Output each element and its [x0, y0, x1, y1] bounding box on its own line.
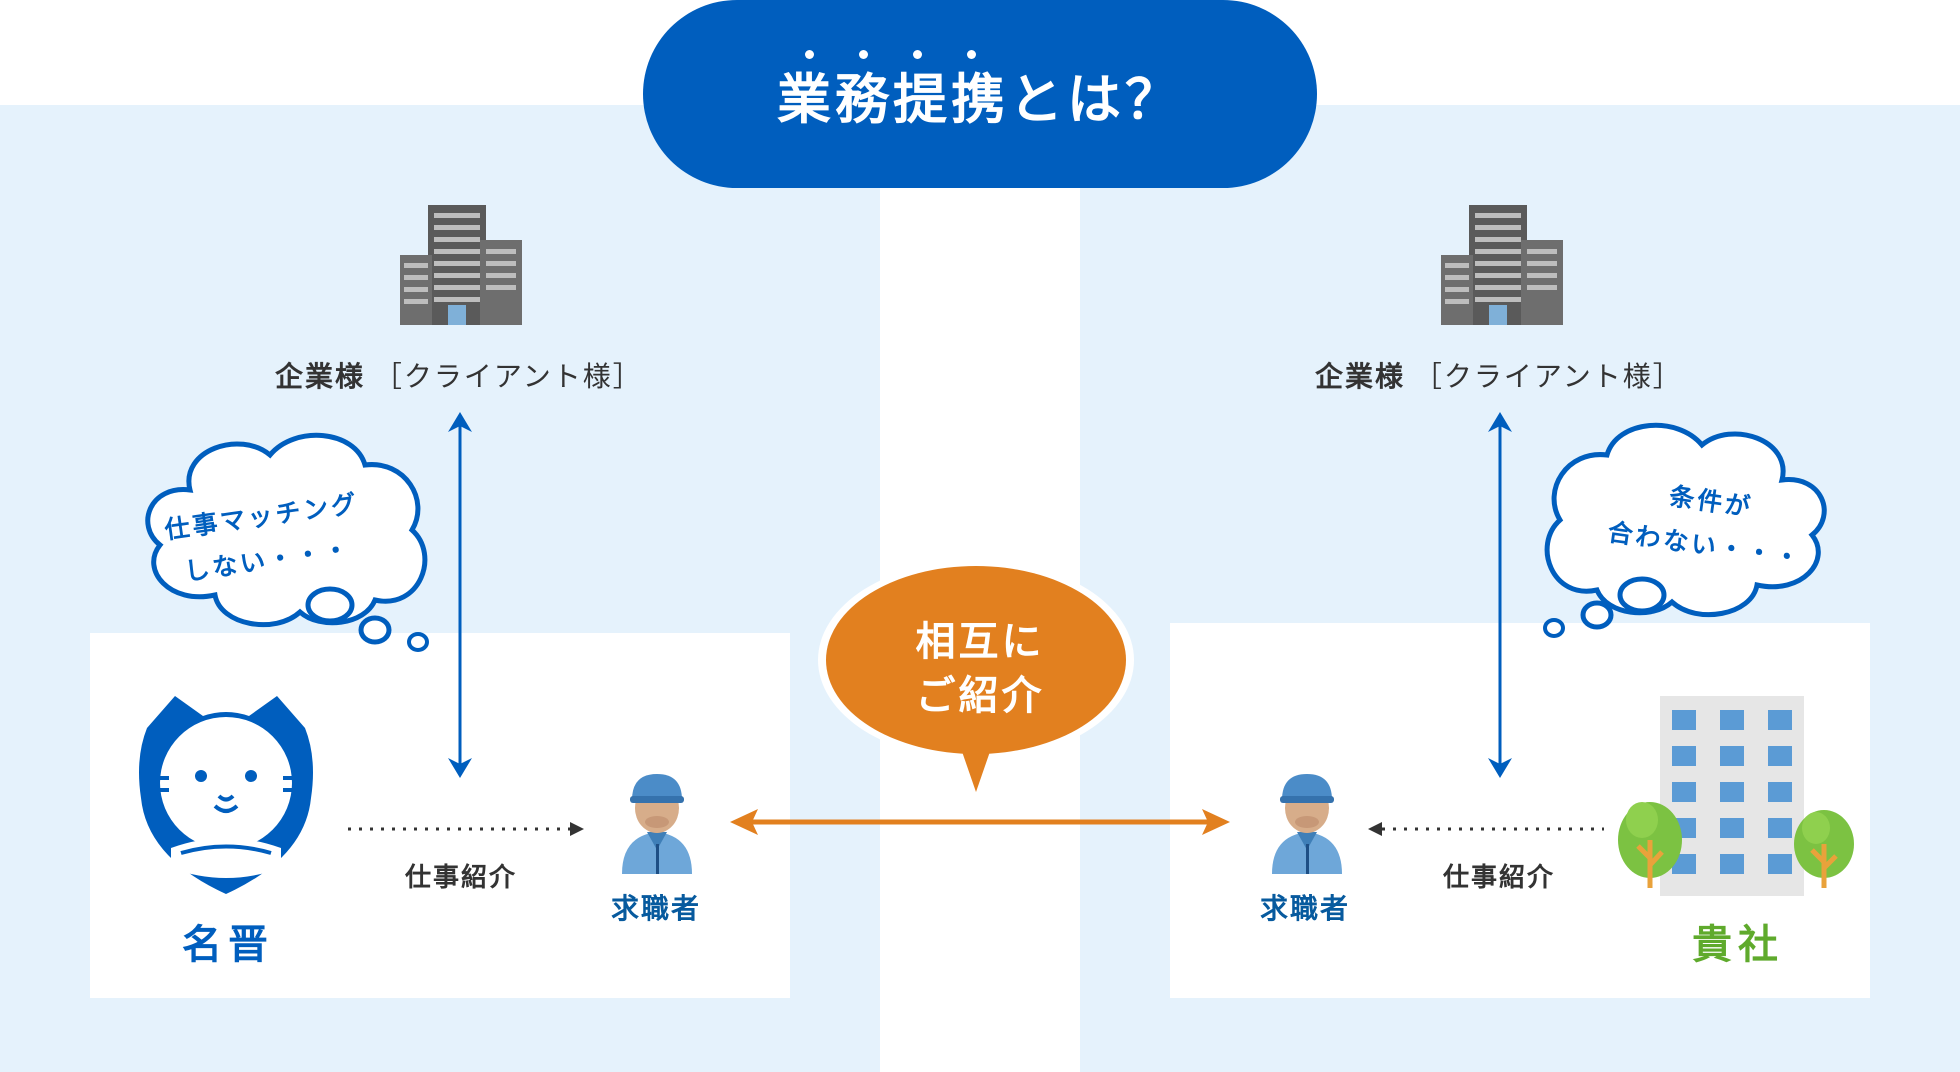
- job-seeker-icon: [622, 774, 692, 874]
- job-intro-arrow-right: [1368, 822, 1604, 836]
- office-building-icon: [400, 205, 522, 325]
- job-seeker-icon: [1272, 774, 1342, 874]
- client-sub: ［クライアント様］: [373, 360, 643, 393]
- client-name: 企業様: [1315, 360, 1406, 393]
- job-seeker-label-left: 求職者: [611, 892, 702, 925]
- mutual-referral-arrow: [730, 809, 1230, 835]
- cat-mascot-icon: [139, 696, 313, 894]
- job-intro-label-right: 仕事紹介: [1443, 863, 1556, 893]
- bubble-line: 相互に: [915, 619, 1045, 665]
- emphasis-dots: [805, 50, 1005, 64]
- thought-cloud-left: [145, 432, 429, 652]
- mutual-referral-text: 相互に ご紹介: [880, 615, 1080, 723]
- bubble-line: ご紹介: [915, 673, 1045, 719]
- client-link-arrow-right: [1488, 412, 1512, 778]
- client-name: 企業様: [275, 360, 366, 393]
- page-title: 業務提携とは？: [777, 67, 1183, 131]
- company-name-your-company: 貴社: [1692, 922, 1784, 968]
- thought-cloud-right: [1543, 422, 1827, 638]
- job-intro-arrow-left: [348, 822, 584, 836]
- company-name-meishin: 名晋: [182, 922, 274, 968]
- office-building-icon: [1441, 205, 1563, 325]
- client-link-arrow-left: [448, 412, 472, 778]
- company-building-with-trees-icon: [1618, 696, 1854, 896]
- job-seeker-label-right: 求職者: [1260, 892, 1351, 925]
- client-label-right: 企業様 ［クライアント様］: [1315, 355, 1683, 395]
- job-intro-label-left: 仕事紹介: [405, 863, 518, 893]
- title-pill: 業務提携とは？: [643, 0, 1317, 188]
- client-label-left: 企業様 ［クライアント様］: [275, 355, 643, 395]
- client-sub: ［クライアント様］: [1413, 360, 1683, 393]
- mutual-referral-bubble: [818, 560, 1134, 792]
